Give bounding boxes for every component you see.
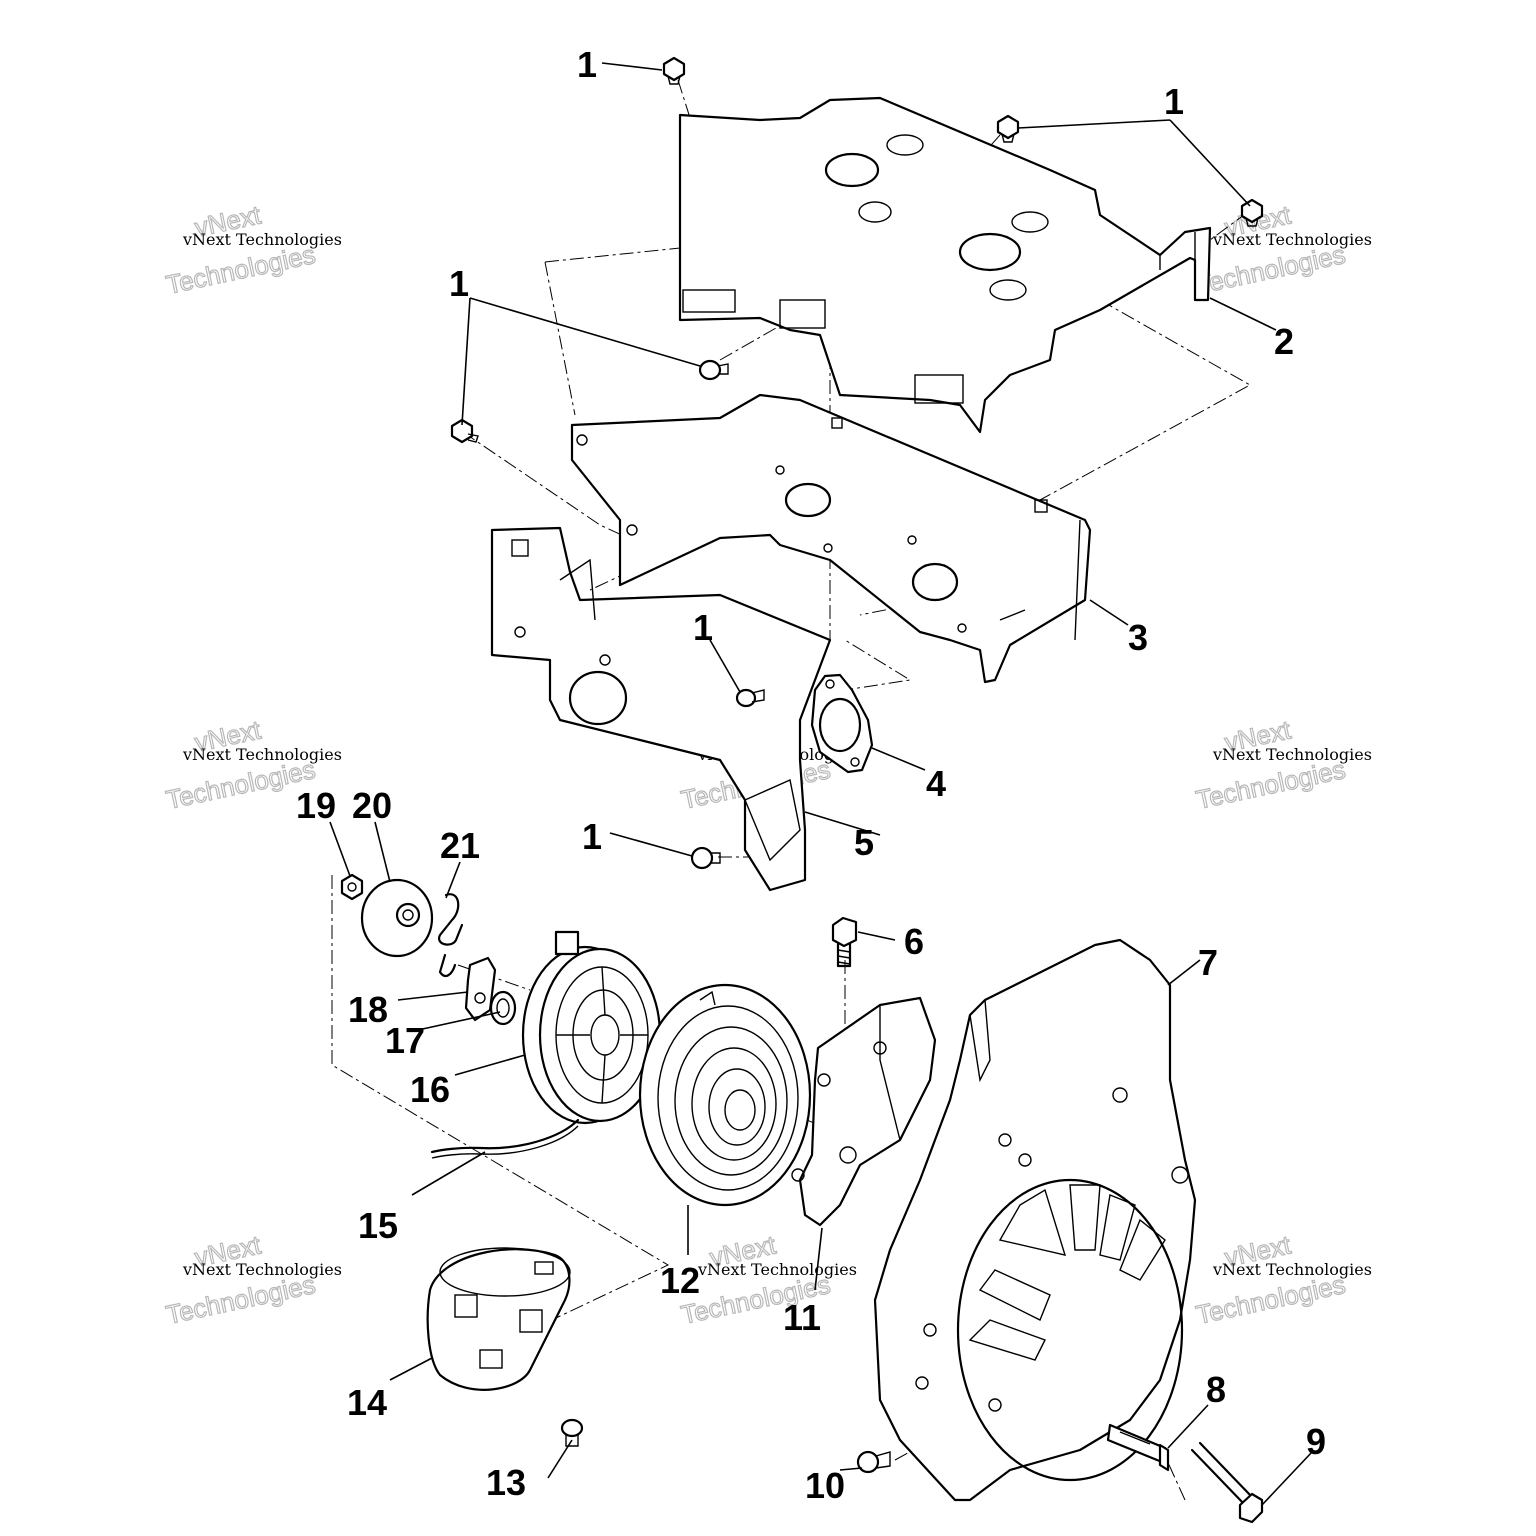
callout-10: 10 bbox=[805, 1465, 845, 1506]
part-recoil-spring bbox=[638, 983, 812, 1207]
watermark: vNext vNext Technologies Technologies bbox=[1193, 199, 1372, 301]
screws bbox=[450, 56, 1264, 870]
leader-lines bbox=[329, 62, 1313, 1506]
callout-7: 7 bbox=[1198, 942, 1218, 983]
callout-4: 4 bbox=[926, 763, 946, 804]
screw bbox=[735, 688, 765, 708]
watermark-name: vNext Technologies bbox=[182, 745, 342, 764]
callout-17: 17 bbox=[385, 1020, 425, 1061]
callout-14: 14 bbox=[347, 1382, 387, 1423]
callout-labels: 1 1 1 1 1 2 3 4 5 6 7 8 9 10 11 12 13 14… bbox=[296, 44, 1326, 1506]
watermark-name: vNext Technologies bbox=[182, 1260, 342, 1279]
callout-12: 12 bbox=[660, 1260, 700, 1301]
callout-9: 9 bbox=[1306, 1421, 1326, 1462]
watermark: vNext vNext Technologies Technologies bbox=[1193, 714, 1372, 816]
screw bbox=[450, 418, 479, 444]
part-gasket bbox=[810, 673, 874, 774]
callout-15: 15 bbox=[358, 1205, 398, 1246]
callout-6: 6 bbox=[904, 921, 924, 962]
part-spring-clip bbox=[438, 893, 464, 978]
callout-3: 3 bbox=[1128, 617, 1148, 658]
screw bbox=[996, 114, 1020, 143]
callout-1b: 1 bbox=[1164, 81, 1184, 122]
callout-13: 13 bbox=[486, 1462, 526, 1503]
part-pawl-spring bbox=[489, 990, 517, 1026]
part-long-screw bbox=[1190, 1441, 1264, 1524]
part-nut bbox=[340, 873, 364, 901]
watermark-name: vNext Technologies bbox=[1212, 1260, 1372, 1279]
watermark-name: vNext Technologies bbox=[1212, 230, 1372, 249]
callout-20: 20 bbox=[352, 785, 392, 826]
callout-1c: 1 bbox=[449, 263, 469, 304]
callout-19: 19 bbox=[296, 785, 336, 826]
screw bbox=[1240, 198, 1264, 227]
part-lower-bracket bbox=[490, 526, 832, 892]
callout-1e: 1 bbox=[582, 816, 602, 857]
callout-16: 16 bbox=[410, 1069, 450, 1110]
part-blower-housing bbox=[873, 938, 1197, 1502]
part-starter-rope bbox=[430, 1118, 580, 1159]
part-cup-screw bbox=[560, 1418, 584, 1447]
screw bbox=[690, 846, 721, 870]
watermark: vNext vNext Technologies Technologies bbox=[1193, 1229, 1372, 1331]
callout-8: 8 bbox=[1206, 1369, 1226, 1410]
callout-2: 2 bbox=[1274, 321, 1294, 362]
part-bolt bbox=[831, 916, 858, 968]
part-starter-reel bbox=[521, 930, 662, 1125]
screw bbox=[698, 359, 729, 381]
callout-21: 21 bbox=[440, 825, 480, 866]
watermark: vNext vNext Technologies Technologies bbox=[163, 1229, 342, 1331]
part-pawl bbox=[464, 956, 497, 1022]
part-upper-cover-plate bbox=[678, 96, 1212, 434]
part-guide-strap bbox=[1106, 1423, 1170, 1472]
watermark-name: vNext Technologies bbox=[697, 1260, 857, 1279]
callout-1a: 1 bbox=[577, 44, 597, 85]
callout-11: 11 bbox=[783, 1297, 821, 1338]
part-starter-cup bbox=[426, 1247, 571, 1391]
watermark-name: vNext Technologies bbox=[182, 230, 342, 249]
callout-18: 18 bbox=[348, 989, 388, 1030]
screw bbox=[662, 56, 686, 85]
callout-1d: 1 bbox=[693, 607, 713, 648]
part-starter-bracket bbox=[791, 996, 937, 1227]
watermark: vNext vNext Technologies Technologies bbox=[678, 1229, 857, 1331]
watermark: vNext vNext Technologies Technologies bbox=[163, 199, 342, 301]
part-housing-screw bbox=[856, 1450, 891, 1474]
part-middle-shroud bbox=[570, 393, 1092, 684]
callout-5: 5 bbox=[854, 822, 874, 863]
watermark-name: vNext Technologies bbox=[1212, 745, 1372, 764]
part-washer bbox=[360, 878, 434, 958]
